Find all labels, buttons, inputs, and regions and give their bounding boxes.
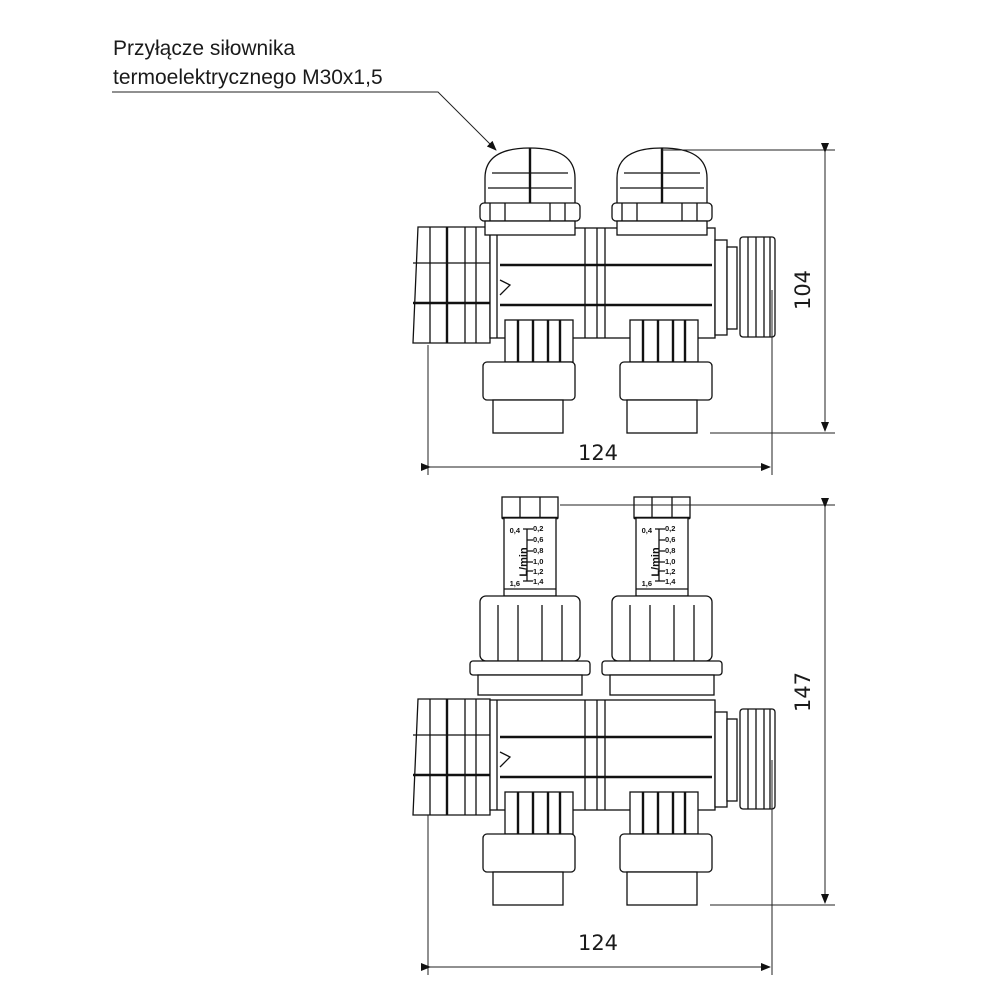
height-dimension-top: 104	[791, 270, 815, 310]
height-dimension-bottom: 147	[791, 672, 815, 712]
scale-label: 0,4	[642, 526, 653, 535]
top-view: 104 124	[411, 143, 835, 475]
scale-label: 0,2	[665, 524, 675, 533]
scale-label: 0,2	[533, 524, 543, 533]
scale-unit: L/min	[518, 547, 530, 577]
callout: Przyłącze siłownika termoelektrycznego M…	[112, 37, 497, 151]
flowmeter-scale-left: 0,4 1,6 0,2 0,6 0,8 1,0 1,2 1,4 L/min	[510, 524, 545, 588]
actuator-cap-left	[478, 146, 582, 237]
flowmeter-scale-right: 0,4 1,6 0,2 0,6 0,8 1,0 1,2 1,4 L/min	[642, 524, 677, 588]
scale-label: 1,4	[533, 577, 544, 586]
scale-label: 0,6	[665, 535, 675, 544]
scale-label: 1,4	[665, 577, 676, 586]
flowmeter-right	[600, 495, 724, 697]
width-dimension-top: 124	[578, 441, 618, 465]
scale-label: 1,0	[665, 557, 675, 566]
manifold-body-bottom	[411, 697, 777, 907]
actuator-cap-right	[610, 146, 714, 237]
scale-label: 0,8	[665, 546, 675, 555]
scale-label: 0,8	[533, 546, 543, 555]
scale-label: 1,6	[642, 579, 652, 588]
scale-label: 1,2	[665, 567, 675, 576]
scale-label: 0,6	[533, 535, 543, 544]
callout-line-1: Przyłącze siłownika	[113, 37, 295, 60]
bottom-view: 0,4 1,6 0,2 0,6 0,8 1,0 1,2 1,4 L/min 0,…	[411, 495, 835, 975]
scale-label: 1,6	[510, 579, 520, 588]
scale-label: 1,0	[533, 557, 543, 566]
flowmeter-left	[468, 495, 592, 697]
scale-label: 0,4	[510, 526, 521, 535]
scale-unit: L/min	[650, 547, 662, 577]
extension-lines-top	[427, 149, 835, 475]
scale-label: 1,2	[533, 567, 543, 576]
width-dimension-bottom: 124	[578, 931, 618, 955]
callout-leader-arrow	[112, 91, 497, 151]
callout-line-2: termoelektrycznego M30x1,5	[113, 66, 383, 89]
extension-lines-bottom	[427, 504, 835, 975]
manifold-body-top	[411, 225, 777, 435]
